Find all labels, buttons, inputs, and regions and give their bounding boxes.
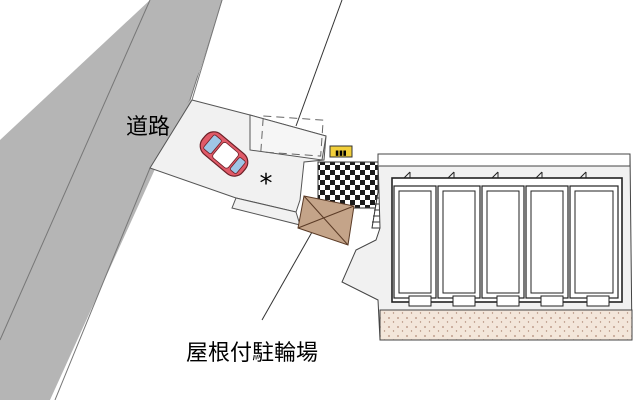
unit-3 — [481, 185, 525, 307]
unit-1 — [393, 185, 437, 307]
road — [0, 0, 250, 400]
garden-strip — [379, 309, 633, 341]
leader-line-top — [295, 0, 343, 127]
building — [391, 171, 623, 307]
yellow-marker: ▮▮▮ — [329, 145, 353, 158]
unit-4 — [525, 185, 569, 307]
door-marks — [403, 171, 587, 179]
unit-2 — [437, 185, 481, 307]
leader-line-bike — [261, 217, 321, 321]
bike-parking-label: 屋根付駐輪場 — [186, 341, 318, 366]
road-edge-left — [0, 0, 222, 400]
paved-area — [317, 161, 379, 209]
road-label: 道路 — [126, 115, 170, 140]
parking-mark: * — [260, 169, 273, 199]
unit-5 — [569, 185, 619, 307]
svg-text:▮▮▮: ▮▮▮ — [335, 149, 347, 157]
bike-parking-roof — [297, 195, 355, 246]
car-icon — [199, 131, 249, 177]
